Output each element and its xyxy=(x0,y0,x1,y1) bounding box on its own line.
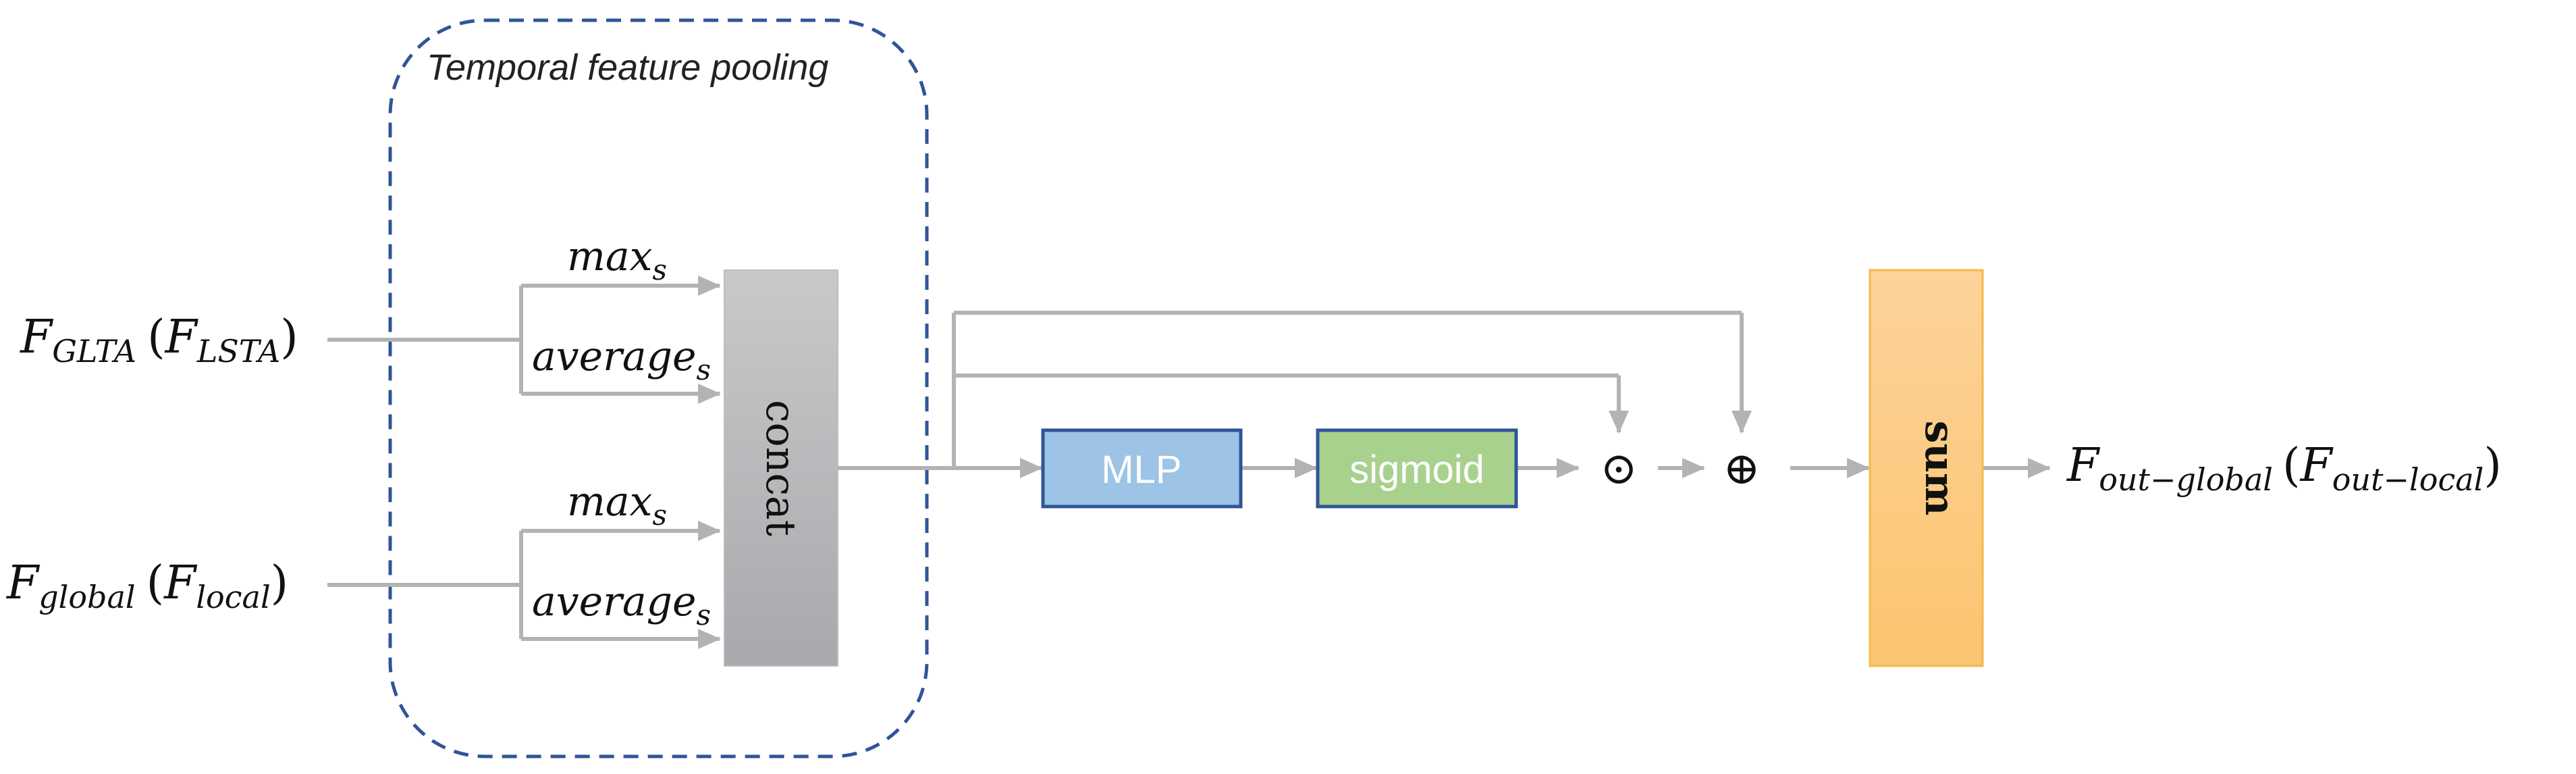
input-top-label: FGLTA(FLSTA) xyxy=(19,311,298,369)
output-label: Fout−global(Fout−local) xyxy=(2066,439,2502,498)
top-fork-connectors xyxy=(327,276,721,404)
max-label-top: maxs xyxy=(567,233,667,286)
max-label-bottom: maxs xyxy=(567,478,667,532)
pooling-group-title: Temporal feature pooling xyxy=(427,47,828,88)
sigmoid-label: sigmoid xyxy=(1349,448,1484,492)
multiply-operator: ⊙ xyxy=(1600,442,1637,494)
main-flow-connectors xyxy=(838,311,2051,478)
average-label-bottom: averages xyxy=(532,578,711,631)
pooling-group-border xyxy=(388,18,929,758)
input-bottom-label: Fglobal(Flocal) xyxy=(5,557,288,615)
sum-label: sum xyxy=(1916,421,1963,516)
bottom-fork-connectors xyxy=(327,521,721,649)
sigmoid-block xyxy=(1316,428,1518,509)
sum-block xyxy=(1869,269,1984,667)
add-operator: ⊕ xyxy=(1723,442,1760,494)
concat-label: concat xyxy=(757,400,804,536)
mlp-label: MLP xyxy=(1101,448,1181,492)
concat-block xyxy=(724,269,838,667)
mlp-block xyxy=(1041,428,1243,509)
average-label-top: averages xyxy=(532,333,711,386)
